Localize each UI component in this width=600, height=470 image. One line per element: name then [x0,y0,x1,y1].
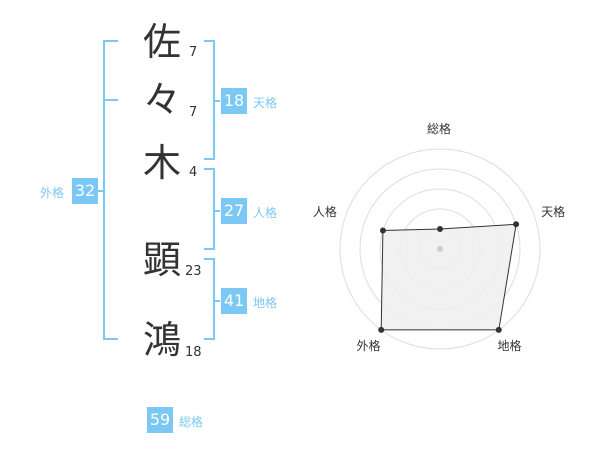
soukaku-label: 総格 [179,415,204,429]
chikaku-bracket [204,258,215,340]
name-char-1: 佐 [142,20,181,64]
radar-center-dot [437,246,443,252]
radar-grid-ring [339,148,541,350]
tenkaku-label: 天格 [253,96,278,110]
name-char-3: 木 [142,141,181,185]
radar-axis-label: 人格 [312,204,337,219]
radar-axis-label: 外格 [356,339,381,354]
radar-point [513,221,520,228]
radar-axis-label: 地格 [497,339,522,354]
name-char-5-strokes: 18 [185,345,202,360]
radar-axis-label: 天格 [541,204,566,219]
gaikaku-value: 32 [72,178,98,204]
name-char-3-strokes: 4 [189,165,198,180]
name-char-2: 々 [142,78,181,122]
name-char-4: 顕 [142,238,181,282]
radar-point [379,227,386,234]
jinkaku-label: 人格 [253,206,278,220]
soukaku-value: 59 [147,407,173,433]
name-char-1-strokes: 7 [189,45,198,60]
radar-score-polygon [380,223,517,331]
tenkaku-value: 18 [221,88,247,114]
jinkaku-bracket [204,168,215,250]
radar-point [378,326,385,333]
name-char-5: 鴻 [142,318,181,362]
radar-point [495,326,502,333]
name-char-4-strokes: 23 [185,264,202,279]
chikaku-label: 地格 [253,296,278,310]
radar-point [437,226,443,232]
radar-axis-label: 総格 [427,122,452,136]
chikaku-value: 41 [221,288,247,314]
gaikaku-label: 外格 [40,186,65,200]
jinkaku-value: 27 [221,198,247,224]
name-char-2-strokes: 7 [189,105,198,120]
